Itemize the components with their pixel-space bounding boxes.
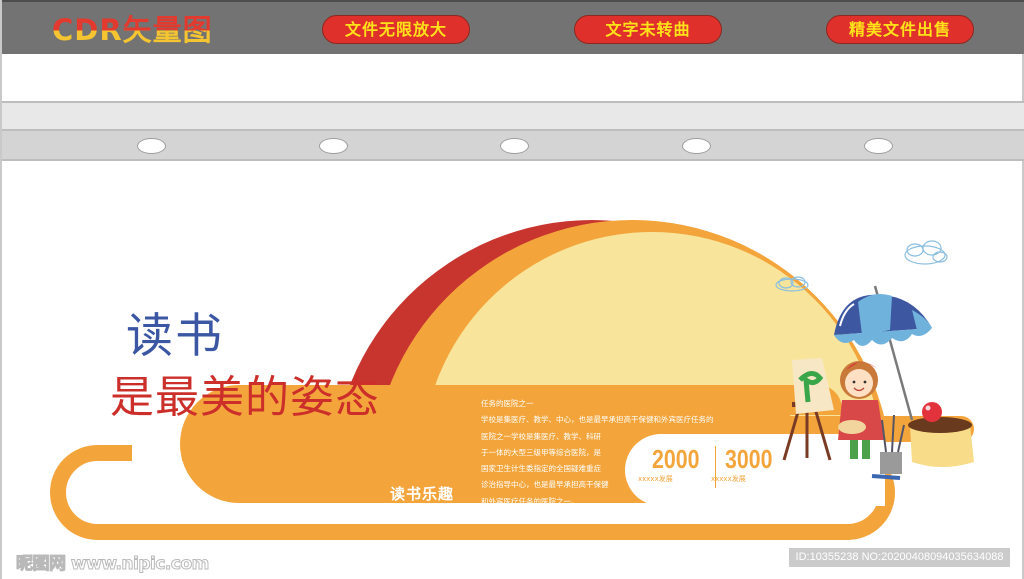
paragraph-line: 医院之一学校是集医疗、教学、科研 — [481, 431, 601, 441]
girl-painting-illustration — [775, 240, 974, 480]
stat-card — [625, 434, 885, 506]
site-watermark: 昵图网 www.nipic.com — [16, 554, 210, 575]
image-id-watermark: ID:10355238 NO:20200408094035634088 — [789, 548, 1010, 567]
stat-value-1: 2000 — [652, 444, 700, 474]
mount-hole — [864, 138, 893, 154]
mount-hole — [500, 138, 529, 154]
stat-label-2: xxxxx发展 — [711, 475, 746, 483]
mount-hole — [682, 138, 711, 154]
pudding-icon — [908, 402, 974, 467]
loop-gap — [132, 445, 182, 463]
headline-reading: 读书 — [126, 309, 224, 364]
umbrella-icon — [834, 294, 932, 346]
paragraph-line: 诊治指导中心，也是最早承担高干保健 — [481, 480, 609, 490]
rail-top-strip — [2, 101, 1024, 131]
mount-hole — [319, 138, 348, 154]
paragraph-line: 和外宾医疗任务的医院之一。 — [481, 496, 579, 506]
stat-divider — [715, 446, 716, 488]
stat-label-1: xxxxx发展 — [638, 475, 673, 483]
paragraph-line: 于一体的大型三级甲等综合医院，是 — [481, 447, 601, 457]
paragraph-line: 学校是集医疗、教学、中心，也是最早承担高干保健和外宾医疗任务的 — [481, 415, 714, 425]
stat-value-2: 3000 — [725, 444, 773, 474]
mount-hole — [137, 138, 166, 154]
easel-icon — [782, 358, 834, 461]
cdr-logo: CDR矢量图 — [52, 13, 213, 47]
paint-brushes-icon — [880, 414, 905, 474]
headline-most-beautiful-posture: 是最美的姿态 — [110, 372, 380, 423]
badge-unlimited-scaling: 文件无限放大 — [322, 15, 470, 44]
girl-icon — [838, 361, 884, 459]
badge-premium-file: 精美文件出售 — [826, 15, 974, 44]
paragraph-line: 国家卫生计生委指定的全国疑难重症 — [481, 464, 601, 474]
body-paragraph: 任务的医院之一 学校是集医疗、教学、中心，也是最早承担高干保健和外宾医疗任务的 … — [481, 396, 741, 510]
paragraph-line: 任务的医院之一 — [481, 399, 534, 408]
pencil-icon — [871, 474, 901, 480]
cloud-icon — [775, 240, 948, 292]
top-banner: CDR矢量图 文件无限放大 文字未转曲 精美文件出售 — [2, 0, 1024, 54]
badge-text-not-outlined: 文字未转曲 — [574, 15, 722, 44]
subtitle-reading-joy: 读书乐趣 — [390, 485, 455, 503]
